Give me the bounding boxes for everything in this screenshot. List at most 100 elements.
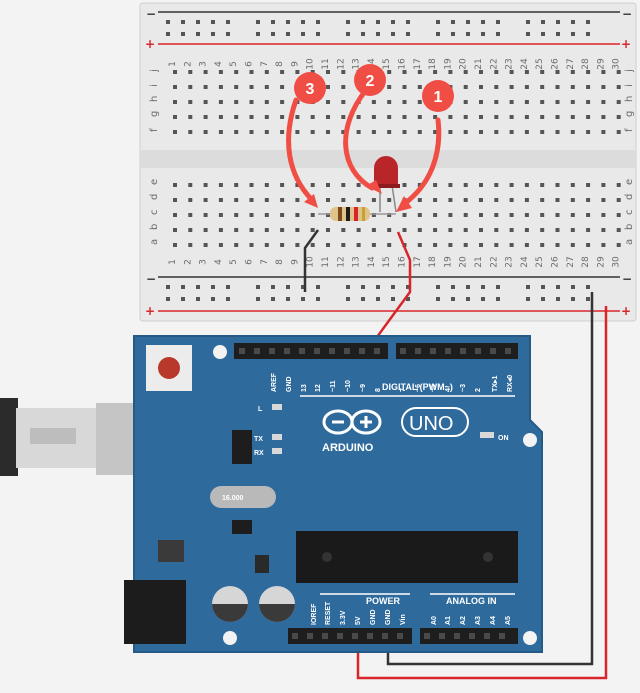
breadboard-hole (280, 100, 285, 104)
breadboard-hole (326, 70, 330, 74)
rail-hole (406, 285, 410, 289)
rail-hole (451, 20, 455, 24)
breadboard-hole (433, 228, 438, 232)
rail-hole (496, 20, 500, 24)
pin-label: GND (385, 609, 392, 625)
breadboard-hole (203, 130, 208, 134)
breadboard-hole (234, 130, 239, 134)
breadboard-hole (188, 243, 193, 247)
header-pin (367, 633, 373, 639)
column-number: 13 (352, 256, 362, 267)
tx-label: TX (254, 436, 263, 443)
rail-hole (451, 285, 455, 289)
rail-hole (571, 32, 575, 36)
pin-label: ~6 (415, 384, 422, 392)
column-number: 30 (612, 256, 622, 268)
breadboard-hole (387, 115, 392, 119)
row-letter: i (149, 84, 160, 87)
rail-hole (256, 297, 260, 301)
rail-hole (541, 297, 545, 301)
column-number: 16 (398, 256, 408, 268)
rail-hole (361, 285, 365, 289)
row-letter: d (624, 194, 635, 200)
rail-hole (286, 32, 290, 36)
header-pin (505, 348, 511, 354)
rail-hole (391, 285, 395, 289)
breadboard-hole (218, 100, 223, 104)
breadboard-hole (509, 213, 514, 217)
step-marker-label: 1 (434, 89, 443, 106)
pin-label: A3 (475, 616, 482, 625)
rail-hole (301, 20, 305, 24)
breadboard-hole (203, 70, 208, 74)
breadboard-hole (234, 70, 239, 74)
rail-hole (346, 297, 350, 301)
breadboard-hole (448, 243, 453, 247)
breadboard-hole (280, 243, 285, 247)
breadboard-hole (494, 70, 499, 74)
rail-hole (376, 20, 380, 24)
breadboard-hole (417, 228, 422, 232)
rail-hole (316, 20, 320, 24)
rail-hole (586, 20, 590, 24)
breadboard-hole (479, 115, 483, 119)
pin-label: 5V (355, 616, 362, 625)
breadboard-hole (203, 228, 208, 232)
breadboard-hole (448, 213, 453, 217)
breadboard-hole (249, 183, 254, 187)
breadboard-hole (433, 115, 438, 119)
rail-hole (196, 297, 200, 301)
breadboard-hole (234, 100, 239, 104)
row-letter: a (149, 239, 160, 245)
breadboard-hole (524, 213, 529, 217)
breadboard-hole (173, 228, 177, 232)
breadboard-labels: 1122334455667788991010111112121313141415… (149, 58, 635, 268)
breadboard-hole (341, 70, 346, 74)
row-letter: c (149, 210, 160, 216)
arduino-logo-icon (322, 409, 382, 435)
breadboard-hole (540, 228, 545, 232)
breadboard-hole (448, 228, 453, 232)
column-number: 3 (199, 61, 209, 67)
header-pin (400, 348, 406, 354)
rail-hole (196, 20, 200, 24)
breadboard-hole (448, 198, 453, 202)
rail-hole (226, 297, 230, 301)
breadboard-hole (509, 228, 514, 232)
breadboard-hole (479, 213, 483, 217)
column-number: 22 (489, 256, 499, 267)
breadboard-hole (402, 228, 407, 232)
on-label: ON (498, 435, 509, 442)
breadboard-hole (479, 243, 483, 247)
breadboard-hole (173, 198, 177, 202)
breadboard-hole (295, 198, 300, 202)
breadboard-hole (509, 85, 514, 89)
breadboard-hole (463, 85, 468, 89)
row-letter: a (624, 239, 635, 245)
column-number: 28 (581, 58, 591, 70)
digital-header-left (234, 343, 388, 359)
breadboard-hole (616, 183, 621, 187)
pin-label: ~9 (360, 384, 367, 392)
pin-label: RESET (325, 601, 332, 625)
pin-label: A5 (505, 616, 512, 625)
breadboard-hole (203, 115, 208, 119)
breadboard-hole (402, 100, 407, 104)
rail-hole (376, 297, 380, 301)
rail-hole (211, 32, 215, 36)
rail-hole (376, 285, 380, 289)
breadboard-hole (280, 198, 285, 202)
breadboard-hole (295, 243, 300, 247)
column-number: 3 (199, 259, 209, 265)
reset-button[interactable] (158, 357, 180, 379)
column-number: 22 (489, 58, 499, 69)
breadboard-hole (540, 183, 545, 187)
rail-hole (391, 32, 395, 36)
rail-plus-sign: + (145, 37, 155, 51)
rail-hole (181, 297, 185, 301)
breadboard-hole (586, 243, 591, 247)
rail-hole (271, 297, 275, 301)
rail-hole (556, 297, 560, 301)
